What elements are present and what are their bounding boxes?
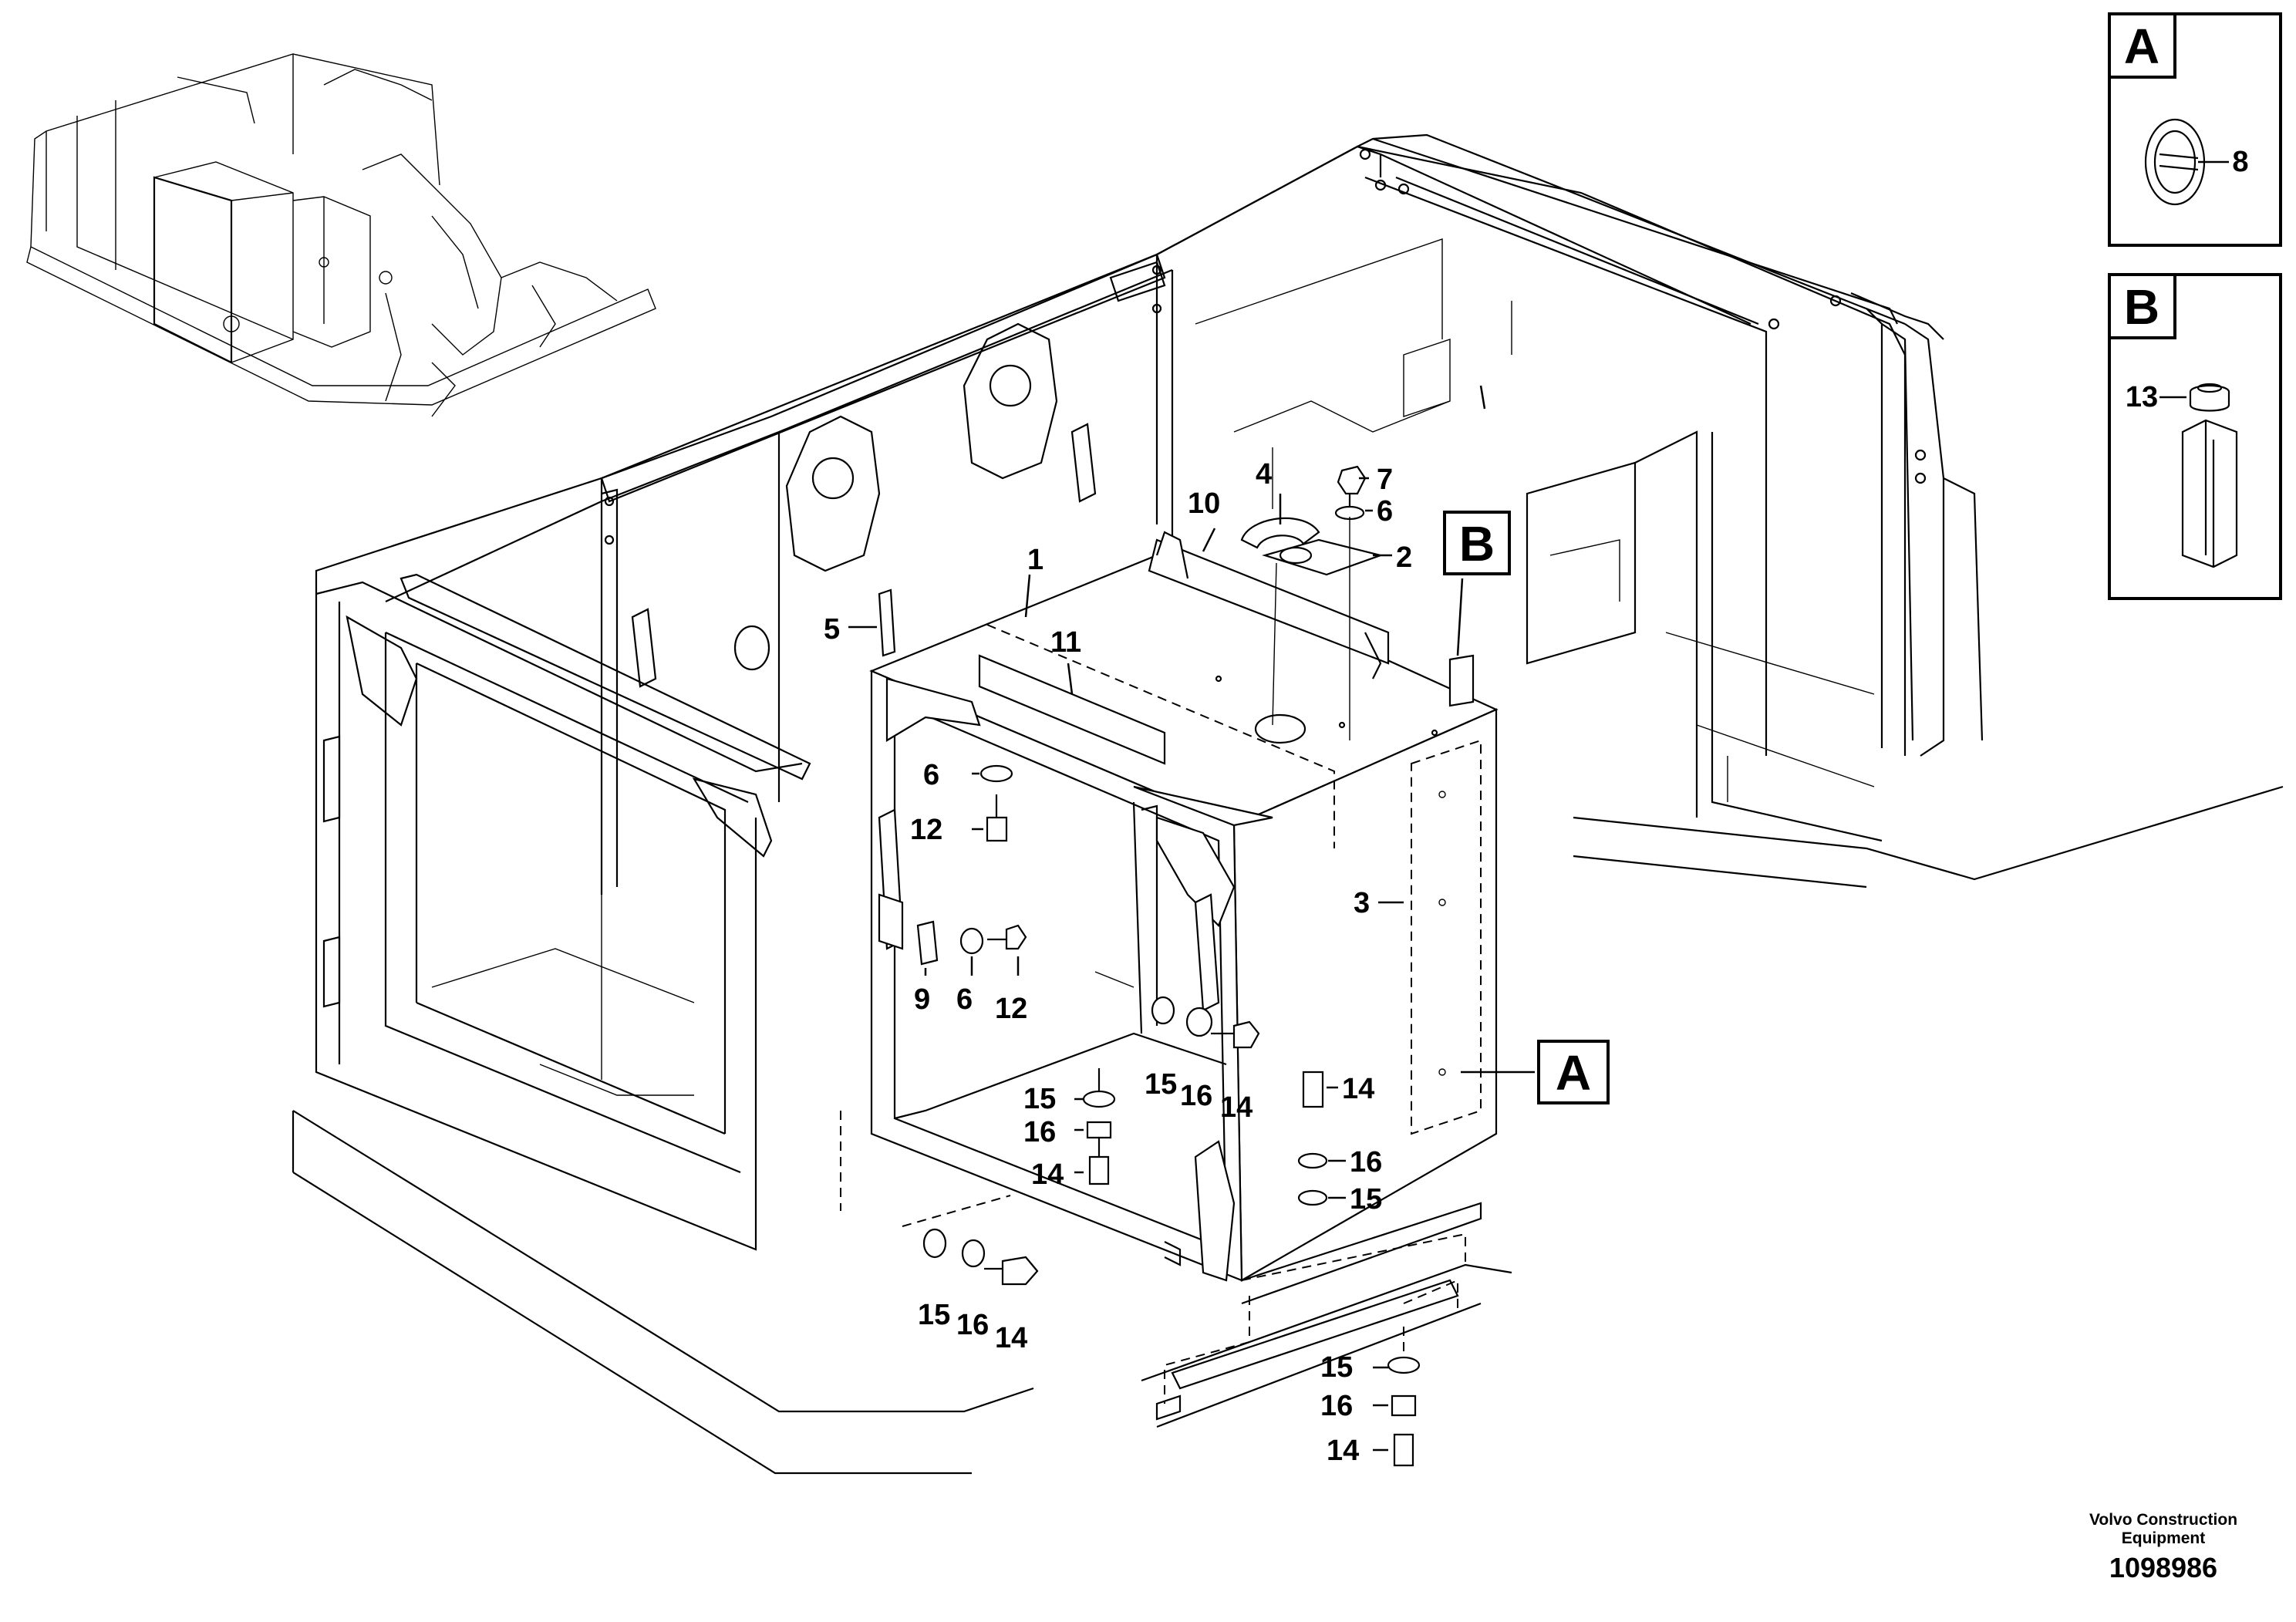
part-label-14: 14: [1220, 1091, 1253, 1124]
part-label-14: 14: [1327, 1435, 1359, 1467]
part-label-3: 3: [1354, 887, 1370, 919]
part-label-7: 7: [1377, 464, 1393, 496]
part-label-15: 15: [1320, 1351, 1353, 1384]
electrical-box: [840, 531, 1499, 1404]
part-label-6: 6: [1377, 495, 1393, 528]
part-label-11: 11: [1050, 626, 1081, 659]
brand-line-2: Equipment: [2122, 1529, 2206, 1547]
part-label-15: 15: [1350, 1183, 1382, 1216]
machine-frame: [292, 133, 2284, 1475]
detail-a-letter: A: [2124, 19, 2159, 74]
part-label-6: 6: [923, 759, 939, 791]
part-label-10: 10: [1188, 487, 1220, 520]
svg-text:B: B: [1459, 516, 1495, 572]
leader-lines: [848, 385, 1535, 1452]
floor-plate: [1155, 1279, 1459, 1421]
part-label-14: 14: [1342, 1073, 1374, 1105]
part-label-16: 16: [1180, 1080, 1212, 1112]
part-label-5: 5: [824, 613, 840, 646]
part-label-9: 9: [914, 983, 930, 1016]
part-label-1: 1: [1027, 544, 1043, 576]
part-label-16: 16: [1023, 1116, 1056, 1148]
part-label-16: 16: [956, 1309, 989, 1341]
part-label-14: 14: [995, 1322, 1027, 1354]
part-label-15: 15: [1023, 1083, 1056, 1115]
part-label-4: 4: [1256, 458, 1272, 491]
part-label-13: 13: [2126, 381, 2158, 413]
fasteners: [878, 465, 1475, 1467]
detail-box-b: B 13: [2108, 273, 2282, 600]
drawing-number: 1098986: [2109, 1552, 2217, 1583]
detail-box-a: A 8: [2108, 12, 2282, 247]
part-label-16: 16: [1320, 1390, 1353, 1422]
part-label-8: 8: [2232, 146, 2248, 178]
detail-b-letter: B: [2124, 279, 2159, 335]
part-label-14: 14: [1031, 1158, 1064, 1191]
part-label-15: 15: [1145, 1068, 1177, 1101]
svg-text:A: A: [1556, 1045, 1591, 1101]
part-label-16: 16: [1350, 1146, 1382, 1179]
brand-line-1: Volvo Construction: [2089, 1511, 2237, 1529]
part-label-15: 15: [918, 1299, 950, 1331]
overview-thumbnail: [26, 53, 656, 417]
ref-callout-b: B: [1443, 511, 1511, 575]
part-label-2: 2: [1396, 541, 1412, 574]
footer-branding: Volvo Construction Equipment 1098986: [2089, 1511, 2237, 1583]
ref-callout-a: A: [1537, 1040, 1610, 1104]
bracket-icon: [2181, 419, 2238, 568]
part-label-6: 6: [956, 983, 973, 1016]
part-label-12: 12: [995, 993, 1027, 1025]
part-labels: 1 2 3 4 5 6 6 6 7 9 10 11 12 12 14 14 14…: [824, 458, 1412, 1467]
part-label-12: 12: [910, 814, 942, 846]
